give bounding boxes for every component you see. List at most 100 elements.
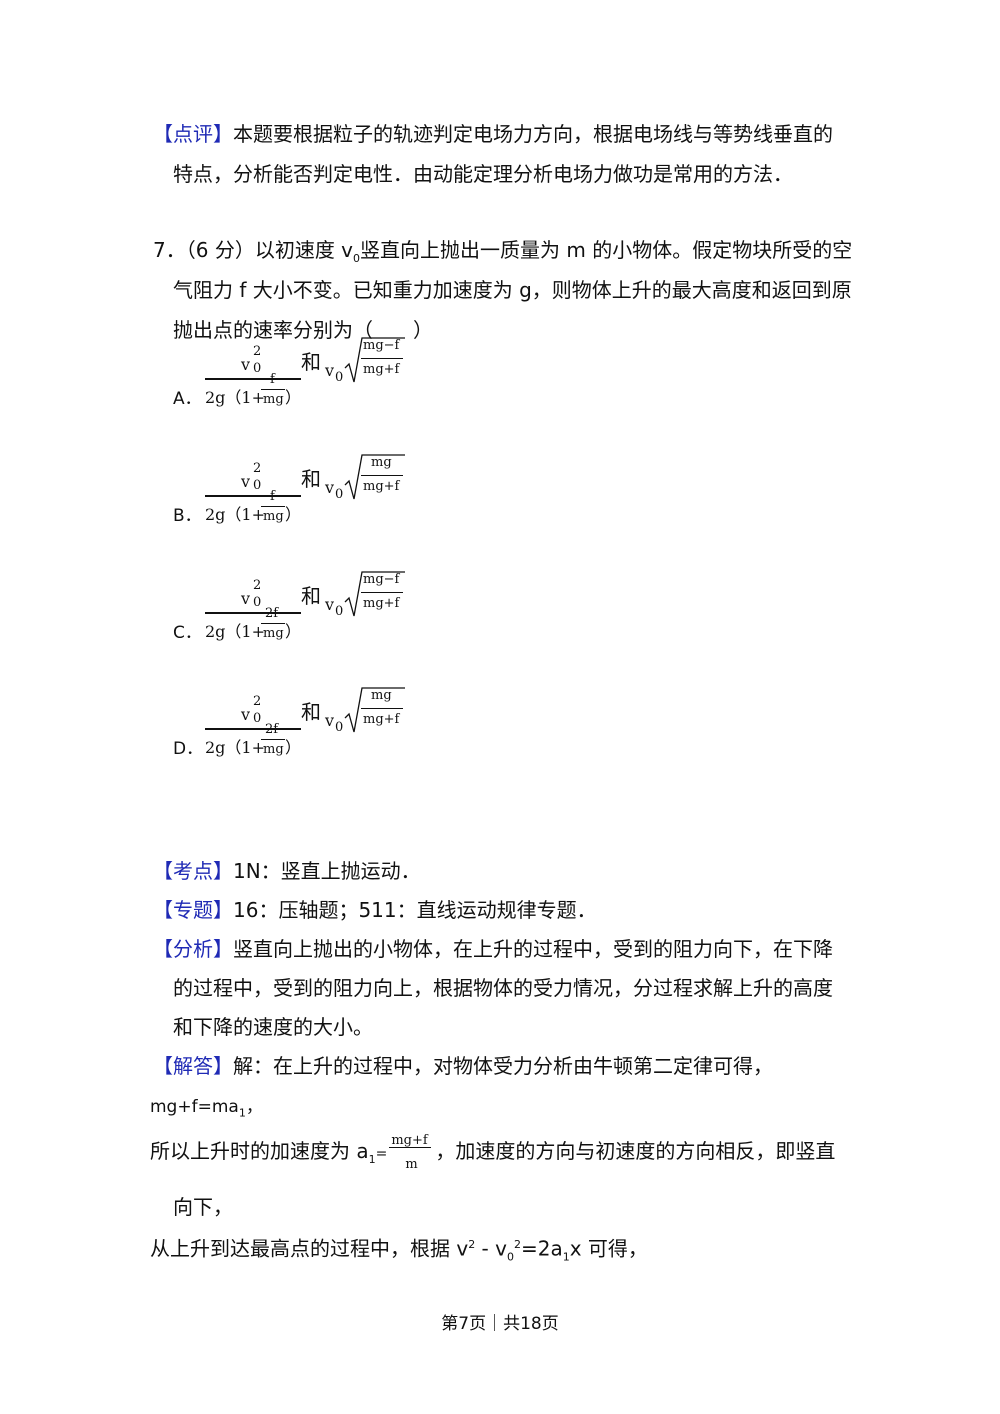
accel-frac-bar [389,1146,432,1148]
v0-v: v [325,478,335,497]
denominator-suffix: ） [285,622,302,641]
zhuanti-line: 【专题】16：压轴题；511：直线运动规律专题． [153,896,597,924]
v0-sub: 0 [335,370,344,385]
accel-frac-num: mg+f [391,1132,428,1148]
line5-sup1: 2 [468,1238,476,1251]
kaodian-text: 1N：竖直上抛运动． [233,859,421,883]
denominator-prefix: 2g（1+ [205,388,266,407]
line5-eq: =2a [520,1236,563,1261]
review-line-1: 【点评】本题要根据粒子的轨迹判定电场力方向，根据电场线与等势线垂直的 [153,120,833,148]
inner-frac-den: mg [263,742,284,757]
question-line-2: 气阻力 f 大小不变。已知重力加速度为 g，则物体上升的最大高度和返回到原 [173,278,852,302]
denominator-suffix: ） [285,388,302,407]
inner-fraction-bar [261,506,285,507]
fenxi-line-3: 和下降的速度的大小。 [173,1015,373,1039]
root-denominator: mg+f [363,362,400,377]
jieda-line-4: 向下， [173,1195,233,1219]
zhuanti-text: 16：压轴题；511：直线运动规律专题． [233,898,597,922]
inner-fraction-bar [261,739,285,740]
and-text: 和 [301,700,321,724]
sqrt-sign [344,454,405,500]
fraction-bar [205,378,301,380]
accel-fraction: mg+f m [387,1133,435,1172]
numerator-sup: 2 [253,578,262,593]
root-numerator: mg−f [363,338,400,353]
jieda-text-1: 解：在上升的过程中，对物体受力分析由牛顿第二定律可得， [233,1054,773,1078]
and-text: 和 [301,584,321,608]
option-letter: D． [173,739,204,759]
option-letter: C． [173,623,202,643]
review-text-1: 本题要根据粒子的轨迹判定电场力方向，根据电场线与等势线垂直的 [233,122,833,146]
numerator-v: v [241,705,251,724]
v0-v: v [325,711,335,730]
accel-frac-den: m [405,1156,418,1172]
root-fraction-bar [361,592,403,593]
v0-subscript: 0 [353,252,361,265]
and-text: 和 [301,467,321,491]
eq1-text: mg+f=ma [150,1097,239,1117]
denominator-prefix: 2g（1+ [205,738,266,757]
numerator-sup: 2 [253,344,262,359]
root-fraction-bar [361,708,403,709]
jieda-line-3: 所以上升时的加速度为 a1=mg+f m ，加速度的方向与初速度的方向相反，即竖直 [150,1133,836,1174]
review-tag: 【点评】 [153,122,233,146]
line3-text-a: 所以上升时的加速度为 a [150,1139,369,1163]
line5-sub2: 1 [562,1250,570,1264]
inner-frac-num: f [270,372,275,387]
v0-sub: 0 [335,487,344,502]
inner-frac-num: 2f [265,606,279,621]
inner-frac-den: mg [263,509,284,524]
jieda-tag: 【解答】 [153,1054,233,1078]
option-letter: A． [173,389,202,409]
numerator-sup: 2 [253,694,262,709]
v0-sub: 0 [335,604,344,619]
inner-frac-den: mg [263,626,284,641]
numerator-sub: 0 [253,711,262,726]
numerator-sub: 0 [253,478,262,493]
root-numerator: mg−f [363,572,400,587]
v0-sub: 0 [335,720,344,735]
line3-equals: = [375,1146,388,1162]
inner-frac-num: f [270,489,275,504]
option-letter: B． [173,506,202,526]
line5-mid: - v [475,1236,507,1261]
inner-frac-num: 2f [265,722,279,737]
inner-fraction-bar [261,623,285,624]
question-text-1a: （6 分）以初速度 v [185,238,354,262]
line3-sub: 1 [368,1153,376,1166]
question-number: 7． [153,238,186,262]
numerator-v: v [241,472,251,491]
root-denominator: mg+f [363,712,400,727]
root-denominator: mg+f [363,479,400,494]
v0-v: v [325,595,335,614]
question-line-1: 7．（6 分）以初速度 v0竖直向上抛出一质量为 m 的小物体。假定物块所受的空 [153,236,852,273]
sqrt-sign [344,687,405,733]
sqrt-sign [344,337,405,383]
fraction-bar [205,728,301,730]
eq1-sub: 1 [238,1106,246,1120]
numerator-sub: 0 [253,361,262,376]
eq1-comma: ， [245,1097,263,1117]
v0-v: v [325,361,335,380]
jieda-line-1: 【解答】解：在上升的过程中，对物体受力分析由牛顿第二定律可得， [153,1052,773,1080]
root-denominator: mg+f [363,596,400,611]
denominator-prefix: 2g（1+ [205,622,266,641]
kaodian-tag: 【考点】 [153,859,233,883]
inner-fraction-bar [261,389,285,390]
sqrt-sign [344,571,405,617]
review-line-2: 特点，分析能否判定电性．由动能定理分析电场力做功是常用的方法． [173,162,793,186]
question-text-1b: 竖直向上抛出一质量为 m 的小物体。假定物块所受的空 [360,238,853,262]
jieda-equation-1: mg+f=ma1， [150,1093,263,1127]
denominator-suffix: ） [285,738,302,757]
line5-sub: 0 [506,1250,514,1264]
line5-text-b: x 可得， [569,1236,648,1261]
numerator-v: v [241,355,251,374]
root-fraction-bar [361,475,403,476]
fenxi-line-1: 【分析】竖直向上抛出的小物体，在上升的过程中，受到的阻力向下，在下降 [153,935,833,963]
root-numerator: mg [371,688,392,703]
line3-text-b: ，加速度的方向与初速度的方向相反，即竖直 [435,1139,836,1163]
page-footer: 第7页｜共18页 [441,1314,559,1334]
jieda-line-5: 从上升到达最高点的过程中，根据 v2 - v02=2a1x 可得， [150,1231,648,1272]
fraction-bar [205,495,301,497]
inner-frac-den: mg [263,392,284,407]
